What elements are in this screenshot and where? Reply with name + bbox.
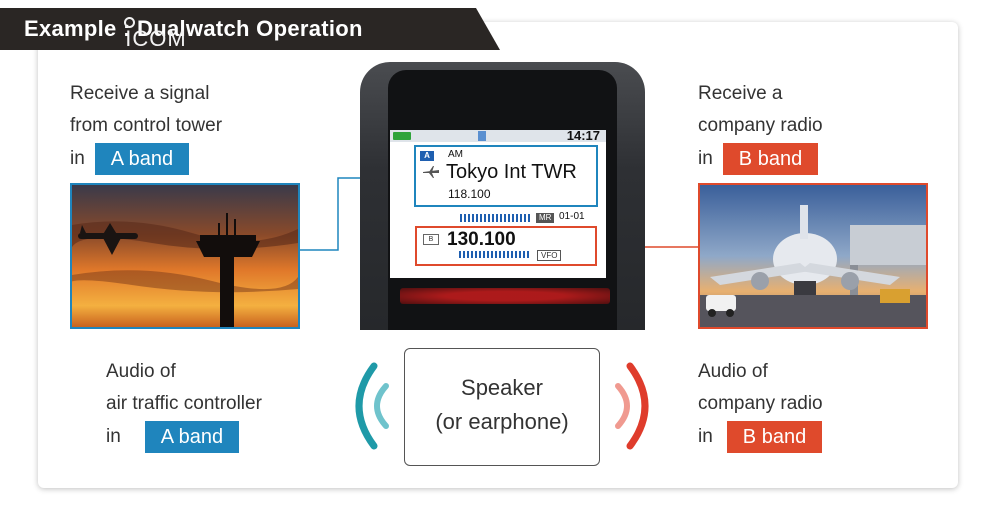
battery-icon [393,132,411,140]
band-b-frequency: 130.100 [447,229,516,250]
band-b-tag: B [423,234,439,245]
right-top-line3: in B band [698,143,819,175]
in-label: in [70,148,85,169]
right-top-line2: company radio [698,115,823,136]
status-icon [478,131,486,141]
left-top-line2: from control tower [70,115,223,136]
sound-wave-b-icon [615,362,649,450]
band-a-badge: A band [144,421,240,453]
right-top-line1: Receive a [698,83,783,104]
band-a-signal-meter [460,214,532,222]
band-a-mode: AM [448,149,463,160]
sound-wave-a-icon [355,362,389,450]
airplane-icon [423,166,439,178]
left-bottom-line1: Audio of [106,361,176,382]
right-bottom-line2: company radio [698,393,823,414]
band-b-signal-meter [459,251,531,258]
logo-text: ICOM [125,26,187,51]
band-b-badge: B band [722,143,819,175]
in-label: in [698,426,713,447]
title-banner: Example : Dualwatch Operation [0,8,500,50]
band-a-tag: A [420,151,434,161]
clock: 14:17 [566,130,600,143]
earphone-label: (or earphone) [435,409,569,434]
band-b-badge: B band [726,421,823,453]
airliner-photo [698,183,928,329]
left-bottom-line3: in A band [106,421,240,453]
channel-number: 01-01 [559,211,585,222]
logo-dot-icon [124,17,135,28]
in-label: in [106,426,121,447]
speaker-box: Speaker (or earphone) [404,348,600,466]
in-label: in [698,148,713,169]
speaker-grille [400,288,610,304]
status-bar: 14:17 [390,130,606,143]
right-bottom-line3: in B band [698,421,823,453]
right-bottom-line1: Audio of [698,361,768,382]
icom-logo: ICOM [116,17,196,52]
band-a-display: A AM Tokyo Int TWR 118.100 [414,145,598,207]
control-tower-photo [70,183,300,329]
band-a-station-name: Tokyo Int TWR [446,161,577,183]
vfo-tag: VFO [537,250,562,261]
left-bottom-line2: air traffic controller [106,393,262,414]
band-a-frequency: 118.100 [448,187,491,201]
left-top-line1: Receive a signal [70,83,210,104]
memory-tag: MR [536,213,555,223]
band-a-badge: A band [94,143,190,175]
speaker-label: Speaker [461,375,543,400]
band-b-display: B 130.100 [415,226,597,266]
left-top-line3: in A band [70,143,190,175]
